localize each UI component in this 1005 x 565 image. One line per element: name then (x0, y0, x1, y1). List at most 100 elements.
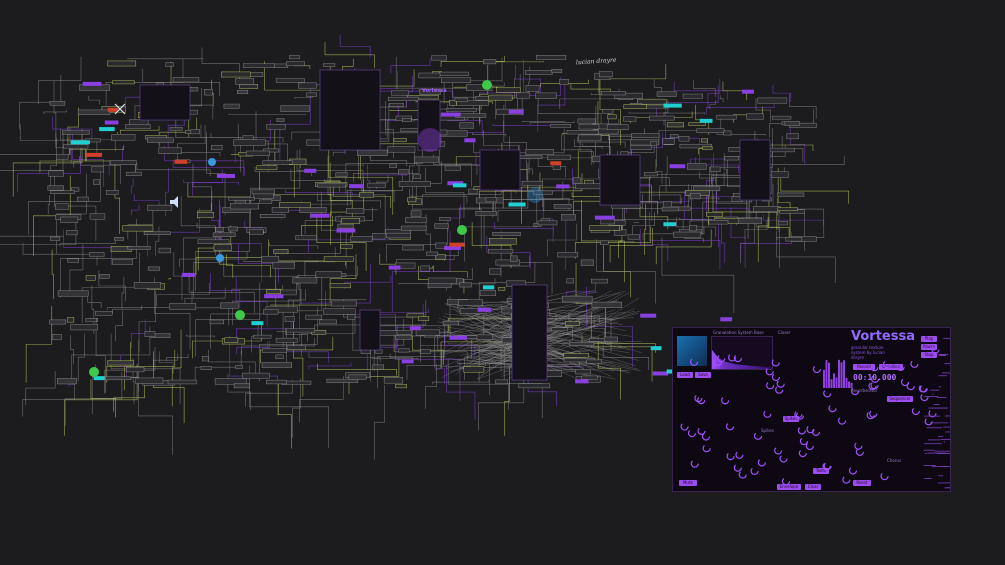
patch-object[interactable] (516, 155, 543, 159)
patch-object[interactable] (590, 278, 608, 284)
patch-object[interactable] (272, 262, 295, 269)
patch-object[interactable] (468, 188, 478, 194)
patch-object[interactable] (406, 313, 425, 318)
patch-object[interactable] (405, 217, 427, 224)
patch-object[interactable] (261, 256, 280, 263)
patch-object[interactable] (435, 242, 447, 249)
display-object[interactable] (319, 69, 381, 151)
patch-object[interactable] (581, 375, 598, 380)
patch-object[interactable] (329, 283, 351, 289)
patch-object[interactable] (93, 179, 100, 185)
patch-object[interactable] (407, 197, 417, 203)
pause-button[interactable]: Pause (921, 344, 937, 350)
patch-object[interactable] (572, 177, 581, 184)
accent-object[interactable] (444, 245, 461, 250)
patch-object[interactable] (400, 225, 427, 231)
accent-object[interactable] (447, 181, 464, 186)
patch-object[interactable] (122, 225, 154, 232)
patch-object[interactable] (496, 87, 521, 93)
patch-object[interactable] (89, 213, 106, 220)
patch-object[interactable] (598, 71, 613, 78)
patch-object[interactable] (466, 84, 493, 91)
patch-object[interactable] (275, 78, 305, 83)
patch-object[interactable] (279, 202, 311, 208)
patch-object[interactable] (111, 134, 136, 141)
patch-object[interactable] (442, 320, 459, 326)
patch-object[interactable] (591, 301, 623, 308)
patch-object[interactable] (213, 244, 232, 251)
patch-object[interactable] (673, 231, 702, 238)
patch-object[interactable] (479, 290, 497, 296)
patch-object[interactable] (385, 229, 412, 234)
accent-object[interactable] (669, 164, 686, 169)
patch-object[interactable] (275, 337, 298, 343)
patch-object[interactable] (682, 93, 703, 99)
patch-object[interactable] (347, 314, 356, 320)
patch-object[interactable] (784, 121, 800, 126)
patch-object[interactable] (214, 378, 247, 385)
patch-object[interactable] (766, 147, 795, 153)
display-object[interactable] (417, 99, 441, 151)
patch-object[interactable] (689, 225, 697, 232)
patch-object[interactable] (786, 133, 799, 140)
accent-object[interactable] (449, 335, 467, 340)
patch-object[interactable] (575, 369, 591, 375)
patch-object[interactable] (444, 165, 461, 171)
patch-object[interactable] (771, 171, 789, 178)
record-button[interactable]: Record (853, 364, 875, 370)
patch-object[interactable] (242, 63, 275, 68)
patch-object[interactable] (367, 182, 386, 188)
patch-object[interactable] (323, 256, 354, 262)
patch-object[interactable] (62, 130, 90, 135)
patch-object[interactable] (305, 314, 323, 320)
patch-object[interactable] (630, 139, 659, 146)
patch-object[interactable] (315, 271, 343, 278)
patch-object[interactable] (253, 334, 272, 339)
patch-object[interactable] (602, 109, 614, 114)
patch-object[interactable] (169, 303, 197, 310)
patch-object[interactable] (454, 97, 468, 102)
patch-object[interactable] (350, 236, 373, 242)
patch-object[interactable] (262, 160, 293, 165)
patch-object[interactable] (547, 154, 571, 161)
patch-object[interactable] (197, 212, 215, 218)
patch-object[interactable] (666, 122, 684, 128)
patch-object[interactable] (777, 192, 805, 197)
patch-object[interactable] (563, 353, 589, 358)
patch-object[interactable] (498, 287, 506, 291)
patch-object[interactable] (574, 183, 603, 190)
accent-object[interactable] (216, 173, 235, 178)
patch-object[interactable] (778, 221, 788, 226)
patch-object[interactable] (524, 70, 553, 75)
patch-object[interactable] (516, 92, 530, 99)
patch-object[interactable] (459, 282, 472, 288)
patch-object[interactable] (388, 103, 404, 107)
accent-object[interactable] (452, 183, 467, 188)
accent-object[interactable] (348, 184, 364, 189)
patch-object[interactable] (630, 145, 652, 150)
patch-object[interactable] (323, 308, 356, 315)
patch-object[interactable] (158, 247, 171, 254)
patch-object[interactable] (190, 129, 200, 135)
patch-object[interactable] (50, 190, 75, 194)
patch-object[interactable] (738, 218, 762, 224)
patch-object[interactable] (550, 124, 572, 128)
patch-object[interactable] (551, 68, 563, 73)
patch-object[interactable] (133, 282, 161, 289)
patch-object[interactable] (147, 266, 160, 271)
patch-object[interactable] (251, 189, 275, 195)
patch-object[interactable] (569, 341, 595, 346)
patch-object[interactable] (578, 124, 600, 130)
patch-object[interactable] (395, 335, 412, 340)
patch-object[interactable] (580, 259, 594, 266)
patch-object[interactable] (387, 96, 419, 101)
patch-object[interactable] (91, 166, 105, 173)
patch-object[interactable] (280, 105, 310, 112)
patch-object[interactable] (135, 377, 164, 384)
patch-object[interactable] (434, 223, 449, 229)
accent-object[interactable] (594, 215, 615, 220)
patch-object[interactable] (656, 91, 677, 97)
patch-object[interactable] (346, 208, 365, 214)
patch-object[interactable] (266, 124, 286, 130)
patch-object[interactable] (77, 196, 89, 202)
